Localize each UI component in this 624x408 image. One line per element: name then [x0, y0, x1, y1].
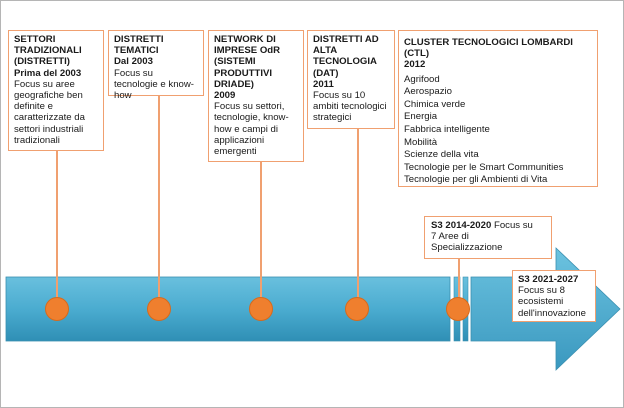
s3-2021-box: S3 2021-2027 Focus su 8 ecosistemi dell'… [512, 270, 596, 322]
stage-box-distretti-tematici: DISTRETTI TEMATICI Dal 2003 Focus su tec… [108, 30, 204, 101]
s3-2014-label: S3 2014-2020 [431, 220, 492, 231]
stage-date: 2011 [313, 78, 334, 90]
stage-box-dat: DISTRETTI AD ALTA TECNOLOGIA (DAT) 2011 … [307, 30, 395, 129]
cluster-item: Chimica verde [404, 98, 466, 110]
stage-desc: Focus su aree geografiche ben definite e… [14, 78, 85, 146]
s3-2014-text: Focus su 7 Aree di Specializzazione [431, 220, 533, 254]
stage-title: DISTRETTI AD ALTA TECNOLOGIA (DAT) [313, 34, 379, 79]
milestone-dot [249, 297, 273, 321]
s3-2021-text: Focus su 8 ecosistemi dell'innovazione [518, 285, 586, 319]
connector-line [458, 258, 460, 305]
connector-line [260, 161, 262, 305]
cluster-item: Tecnologie per le Smart Communities [404, 161, 564, 173]
connector-line [158, 95, 160, 305]
cluster-item: Tecnologie per gli Ambienti di Vita [404, 174, 548, 186]
cluster-item: Fabbrica intelligente [404, 123, 490, 135]
stage-date: Prima del 2003 [14, 67, 82, 79]
stage-box-cluster: CLUSTER TECNOLOGICI LOMBARDI (CTL) 2012 … [398, 30, 598, 187]
stage-title: DISTRETTI TEMATICI [114, 34, 164, 57]
connector-line [56, 150, 58, 305]
milestone-dot [446, 297, 470, 321]
stage-box-network: NETWORK DI IMPRESE OdR (SISTEMI PRODUTTI… [208, 30, 304, 162]
stage-date: Dal 2003 [114, 56, 153, 68]
milestone-dot [147, 297, 171, 321]
cluster-item: Mobilità [404, 136, 438, 148]
milestone-dot [345, 297, 369, 321]
milestone-dot [45, 297, 69, 321]
arrow-band-main [5, 276, 451, 342]
stage-desc: Focus su tecnologie e know- how [114, 67, 194, 102]
stage-desc: Focus su settori, tecnologie, know- how … [214, 101, 289, 158]
stage-date: 2009 [214, 90, 236, 102]
cluster-title: CLUSTER TECNOLOGICI LOMBARDI (CTL) [404, 37, 573, 60]
stage-title: SETTORI TRADIZIONALI (DISTRETTI) [14, 34, 82, 68]
cluster-date: 2012 [404, 59, 426, 71]
stage-box-distretti: SETTORI TRADIZIONALI (DISTRETTI) Prima d… [8, 30, 104, 151]
cluster-list: Agrifood Aerospazio Chimica verde Energi… [404, 74, 592, 187]
stage-desc: Focus su 10 ambiti tecnologici strategic… [313, 90, 387, 124]
s3-2014-box: S3 2014-2020 Focus su 7 Aree di Speciali… [424, 216, 552, 259]
cluster-item: Aerospazio [404, 86, 452, 98]
connector-line [357, 128, 359, 305]
stage-title: NETWORK DI IMPRESE OdR (SISTEMI PRODUTTI… [214, 34, 281, 90]
s3-2021-label: S3 2021-2027 [518, 274, 579, 285]
cluster-item: Agrifood [404, 73, 440, 85]
cluster-item: Energia [404, 111, 438, 123]
cluster-item: Scienze della vita [404, 149, 479, 161]
